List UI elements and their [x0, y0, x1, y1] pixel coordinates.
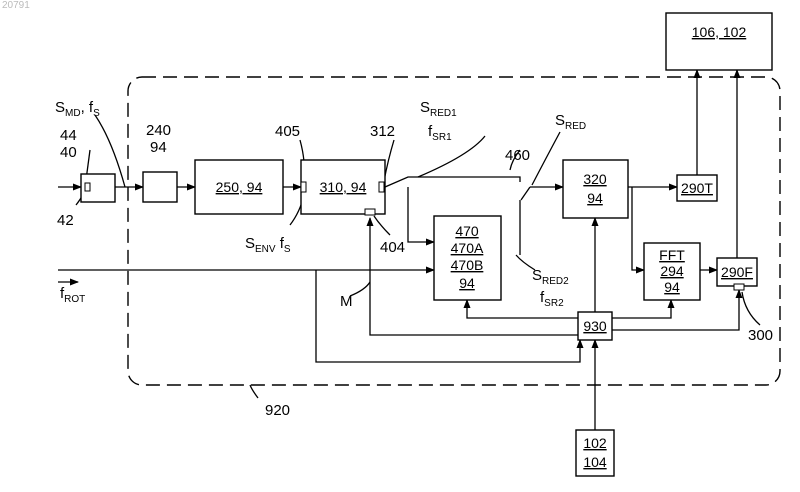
box-fft-label: FFT: [659, 247, 685, 263]
box-320-sub-label: 94: [587, 190, 603, 206]
label-404: 404: [380, 239, 405, 256]
box-102-label: 102: [583, 435, 607, 451]
label-sred2: SRED2: [532, 267, 569, 287]
sensor-connector-42: [85, 183, 90, 191]
label-405: 405: [275, 123, 300, 140]
box-470a-label: 470A: [451, 240, 484, 256]
box-310-94-label: 310, 94: [320, 179, 367, 195]
label-312: 312: [370, 123, 395, 140]
box-104-label: 104: [583, 454, 607, 470]
label-94: 94: [150, 139, 167, 156]
label-fsr2: fSR2: [540, 289, 564, 309]
label-460: 460: [505, 147, 530, 164]
label-42: 42: [57, 212, 74, 229]
control-port-404: [365, 209, 375, 215]
box-470-label: 470: [455, 223, 479, 239]
output-port-312: [379, 182, 384, 192]
label-smd: SMD, fS: [55, 99, 100, 119]
label-senv: SENV fS: [245, 235, 291, 255]
label-240: 240: [146, 122, 171, 139]
label-40: 40: [60, 144, 77, 161]
box-106-102: [666, 13, 772, 70]
box-294-label: 294: [660, 263, 684, 279]
box-fft-sub-label: 94: [664, 279, 680, 295]
label-m: M: [340, 293, 353, 310]
box-106-102-label: 106, 102: [692, 24, 747, 40]
box-290f-label: 290F: [721, 264, 753, 280]
box-470-sub-label: 94: [459, 275, 475, 291]
label-920: 920: [265, 402, 290, 419]
box-240: [143, 172, 177, 202]
box-250-94-label: 250, 94: [216, 179, 263, 195]
label-sred: SRED: [555, 112, 586, 132]
control-port-300: [734, 284, 744, 290]
input-port-405: [301, 182, 306, 192]
label-fsr1: fSR1: [428, 123, 452, 143]
box-930-label: 930: [583, 318, 607, 334]
box-470b-label: 470B: [451, 257, 484, 273]
label-sred1: SRED1: [420, 99, 457, 119]
box-290t-label: 290T: [681, 180, 713, 196]
box-320-94: [563, 160, 628, 218]
box-320-label: 320: [583, 171, 607, 187]
label-44: 44: [60, 127, 77, 144]
label-300: 300: [748, 327, 773, 344]
label-frot: fROT: [60, 285, 85, 305]
